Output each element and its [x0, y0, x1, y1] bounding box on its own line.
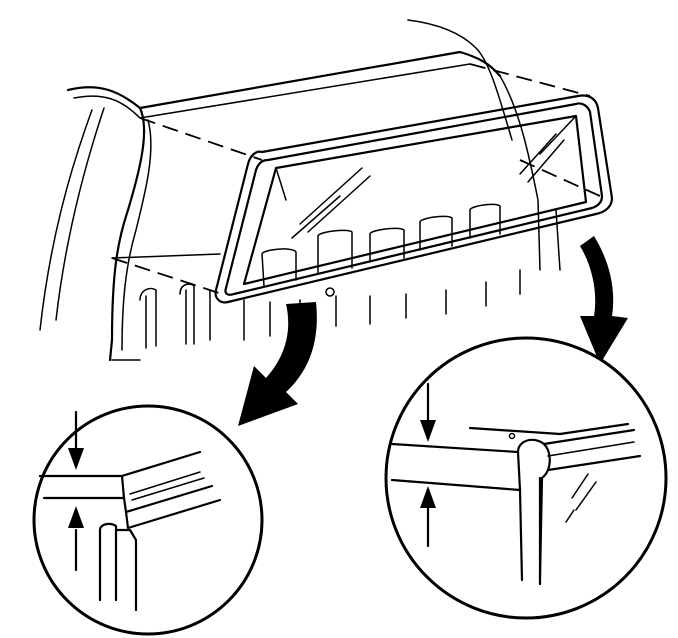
alignment-dashed-lines [111, 63, 601, 295]
rear-window-glass [214, 94, 614, 304]
right-detail-view [384, 336, 668, 620]
left-callout-arrow [238, 302, 317, 426]
right-callout-arrow [580, 236, 628, 364]
truck-cab [39, 19, 561, 362]
left-detail-view [32, 404, 264, 636]
